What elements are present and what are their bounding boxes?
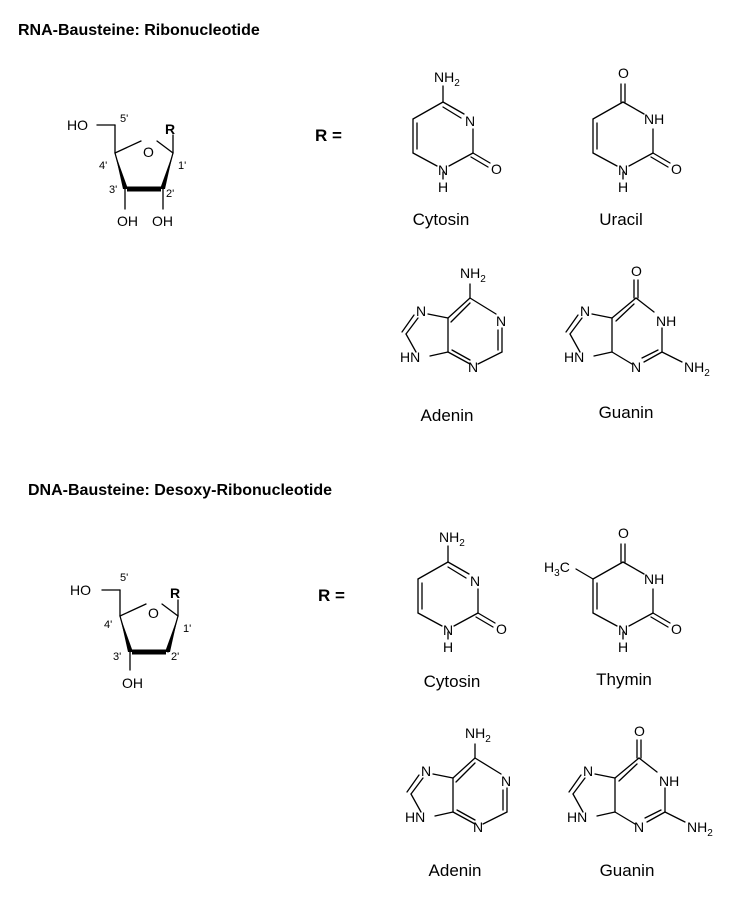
dna-thymine-structure: H3C O NH N H O	[544, 525, 682, 655]
dna-guanin-name: Guanin	[599, 861, 655, 880]
rna-r-equals: R =	[315, 126, 342, 145]
ura-o2-label: O	[671, 161, 682, 177]
dna-ade-n1-label: N	[501, 773, 511, 789]
rna-adenine-structure: NH2 N N HN N	[400, 265, 506, 375]
dna-position-1-label: 1'	[183, 623, 191, 635]
ade-nh2-label: NH2	[460, 265, 486, 285]
deoxyribose-structure: O HO R OH 5' 4' 3' 2' 1'	[70, 572, 191, 691]
dna-gua-o-label: O	[634, 723, 645, 739]
dna-gua-nh-label: NH	[659, 773, 679, 789]
dna-ade-nh2-label: NH2	[465, 725, 491, 745]
ade-n1-label: N	[496, 313, 506, 329]
ring-oxygen-label: O	[143, 144, 154, 160]
ura-n1-label: N	[618, 162, 628, 178]
rna-heading: RNA-Bausteine: Ribonucleotide	[18, 22, 260, 39]
dna-gua-hn-label: HN	[567, 809, 587, 825]
dna-ring-oxygen-label: O	[148, 605, 159, 621]
thy-nh-label: NH	[644, 571, 664, 587]
rna-guanine-structure: O N NH HN N NH2	[564, 263, 710, 379]
dna-adenin-name: Adenin	[428, 861, 482, 880]
position-5-label: 5'	[120, 113, 128, 125]
gua-nh2-label: NH2	[684, 359, 710, 379]
ura-o4-label: O	[618, 65, 629, 81]
thy-o4-label: O	[618, 525, 629, 541]
gua-hn-label: HN	[564, 349, 584, 365]
rna-uracil-structure: O NH N H O	[592, 65, 682, 195]
rna-cytosin-name: Cytosin	[412, 210, 470, 229]
dna-position-5-label: 5'	[120, 572, 128, 584]
gua-nh-label: NH	[656, 313, 676, 329]
dna-thymin-name: Thymin	[596, 670, 652, 689]
dna-adenine-structure: NH2 N N HN N	[405, 725, 511, 835]
dna-cytosine-structure: NH2 N N H O	[417, 529, 507, 655]
dna-cyt-n3-label: N	[470, 573, 480, 589]
dna-ade-hn-label: HN	[405, 809, 425, 825]
gua-n3-label: N	[631, 359, 641, 375]
dna-heading: DNA-Bausteine: Desoxy-Ribonucleotide	[28, 482, 333, 499]
position-3-label: 3'	[109, 184, 117, 196]
ribose-structure: O HO R OH OH 5' 4' 3' 2' 1'	[67, 113, 186, 229]
dna-cyt-h-label: H	[443, 639, 453, 655]
cyt-o-label: O	[491, 161, 502, 177]
position-4-label: 4'	[99, 160, 107, 172]
dna-oh-3-label: OH	[122, 675, 143, 691]
cyt-n3-label: N	[465, 113, 475, 129]
dna-ade-n3-label: N	[473, 819, 483, 835]
dna-gua-nh2-label: NH2	[687, 819, 713, 839]
dna-ho-5-label: HO	[70, 582, 91, 598]
dna-cyt-n1-label: N	[443, 622, 453, 638]
position-2-label: 2'	[166, 188, 174, 200]
ade-n3-label: N	[468, 359, 478, 375]
position-1-label: 1'	[178, 160, 186, 172]
rna-uracil-name: Uracil	[599, 210, 643, 229]
dna-cyt-o-label: O	[496, 621, 507, 637]
r-substituent-label: R	[165, 121, 175, 137]
dna-cytosin-name: Cytosin	[423, 672, 481, 691]
gua-n7-label: N	[580, 303, 590, 319]
thy-o2-label: O	[671, 621, 682, 637]
dna-r-substituent-label: R	[170, 585, 180, 601]
ade-hn-label: HN	[400, 349, 420, 365]
cyt-h-label: H	[438, 179, 448, 195]
rna-cytosine-structure: NH2 N N H O	[412, 69, 502, 195]
ho-5-label: HO	[67, 117, 88, 133]
cyt-nh2-label: NH2	[434, 69, 460, 89]
dna-position-2-label: 2'	[171, 651, 179, 663]
rna-guanin-name: Guanin	[598, 403, 654, 422]
dna-position-3-label: 3'	[113, 651, 121, 663]
rna-adenin-name: Adenin	[420, 406, 474, 425]
ura-nh-label: NH	[644, 111, 664, 127]
oh-3-label: OH	[117, 213, 138, 229]
dna-cyt-nh2-label: NH2	[439, 529, 465, 549]
thy-n1-label: N	[618, 622, 628, 638]
dna-gua-n7-label: N	[583, 763, 593, 779]
oh-2-label: OH	[152, 213, 173, 229]
thy-h-label: H	[618, 639, 628, 655]
thy-ch3-label: H3C	[544, 559, 570, 579]
cyt-n1-label: N	[438, 162, 448, 178]
gua-o-label: O	[631, 263, 642, 279]
dna-r-equals: R =	[318, 586, 345, 605]
ade-n7-label: N	[416, 303, 426, 319]
dna-gua-n3-label: N	[634, 819, 644, 835]
dna-position-4-label: 4'	[104, 619, 112, 631]
dna-guanine-structure: O N NH HN N NH2	[567, 723, 713, 839]
dna-ade-n7-label: N	[421, 763, 431, 779]
ura-h-label: H	[618, 179, 628, 195]
